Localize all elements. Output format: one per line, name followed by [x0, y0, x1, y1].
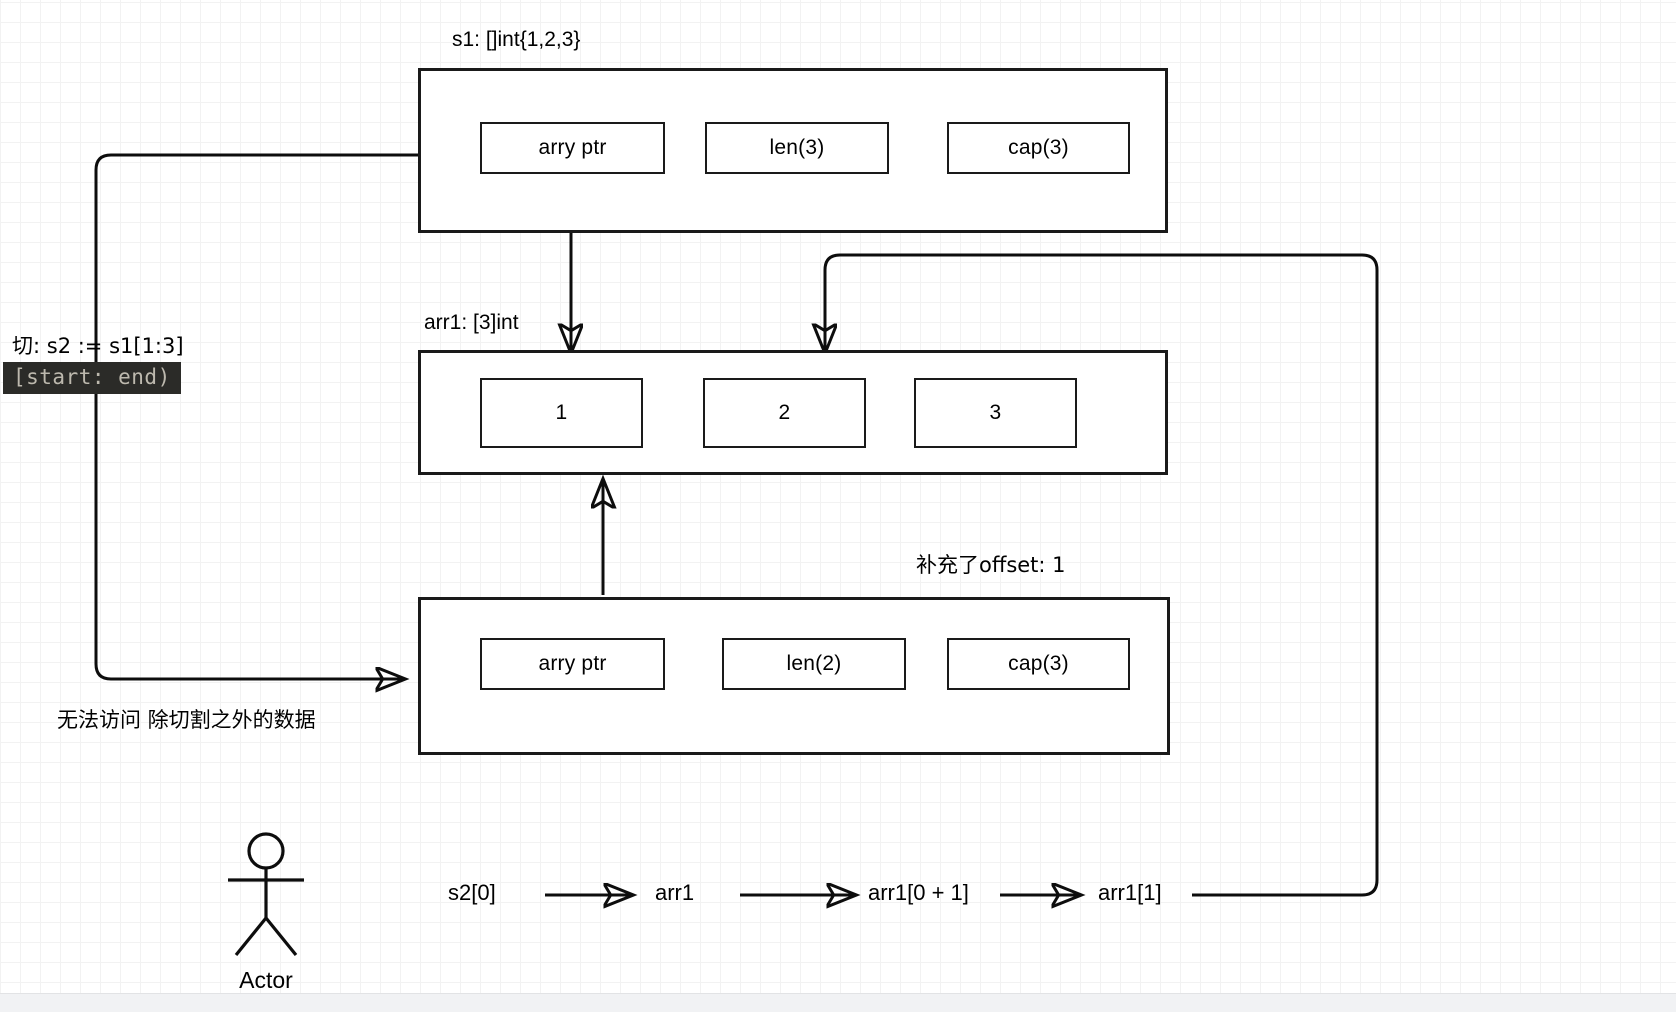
bottom-status-band: [0, 993, 1676, 1012]
range-notation-chip: [start: end): [3, 362, 181, 394]
slice-s2-field-cap: cap(3): [947, 638, 1130, 690]
actor-label: Actor: [239, 967, 293, 993]
chain-node-s2-0: s2[0]: [448, 880, 496, 905]
slice-s1-field-cap: cap(3): [947, 122, 1130, 174]
slice-s2-field-arry-ptr: arry ptr: [480, 638, 665, 690]
array-arr1-cell-0: 1: [480, 378, 643, 448]
no-access-note: 无法访问 除切割之外的数据: [57, 708, 316, 732]
array-arr1-cell-2: 3: [914, 378, 1077, 448]
slice-s2-field-len: len(2): [722, 638, 906, 690]
actor-icon: [228, 832, 304, 957]
chain-node-arr1-1: arr1[1]: [1098, 880, 1162, 905]
slice-s1-header: s1: []int{1,2,3}: [452, 28, 581, 51]
chain-node-arr1: arr1: [655, 880, 695, 905]
chain-node-arr1-0-plus-1: arr1[0 + 1]: [868, 880, 969, 905]
array-arr1-header: arr1: [3]int: [424, 311, 519, 334]
slice-expression-note: 切: s2 := s1[1:3]: [12, 334, 184, 358]
wire-s1-to-s2-left-route: [94, 153, 418, 679]
slice-s1-field-len: len(3): [705, 122, 889, 174]
array-arr1-cell-1: 2: [703, 378, 866, 448]
slice-s1-field-arry-ptr: arry ptr: [480, 122, 665, 174]
offset-note: 补充了offset: 1: [916, 553, 1066, 577]
